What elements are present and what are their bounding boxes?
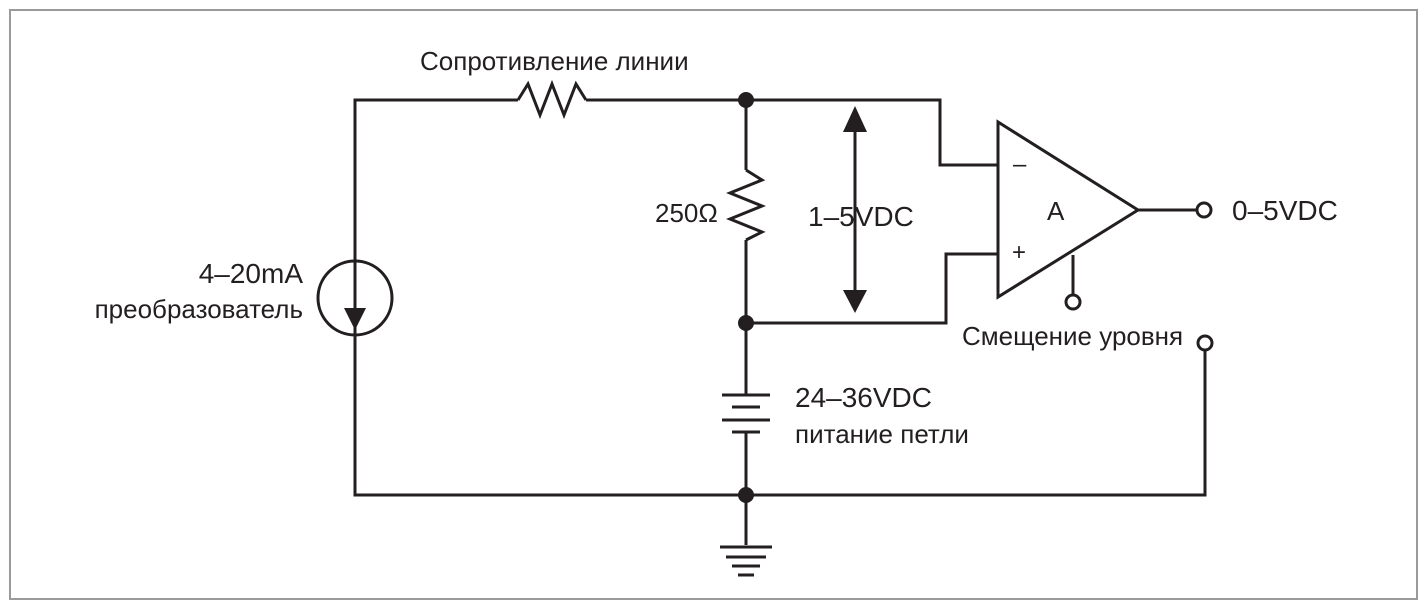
label-transmitter-name: преобразователь bbox=[95, 294, 303, 324]
current-arrow-icon bbox=[344, 308, 366, 330]
wire-bottom bbox=[353, 335, 1207, 497]
label-plus: + bbox=[1012, 239, 1026, 266]
label-transmitter-range: 4–20mA bbox=[199, 258, 304, 289]
diagram-border bbox=[9, 9, 1418, 600]
wire-top-to-opamp bbox=[586, 98, 998, 167]
output-terminal bbox=[1195, 201, 1213, 219]
level-shift-wire-terminal bbox=[1196, 334, 1214, 352]
label-minus: – bbox=[1013, 151, 1027, 178]
label-output: 0–5VDC bbox=[1232, 195, 1338, 226]
level-shift-terminal bbox=[1064, 293, 1082, 311]
arrow-up-icon bbox=[843, 106, 867, 132]
label-line-resistance: Сопротивление линии bbox=[420, 46, 689, 76]
line-resistor bbox=[516, 79, 588, 120]
junction-middle bbox=[738, 315, 754, 331]
label-resistor: 250Ω bbox=[655, 198, 718, 228]
label-supply-name: питание петли bbox=[795, 419, 969, 449]
resistor-250 bbox=[726, 168, 766, 242]
ground-icon bbox=[720, 545, 772, 577]
label-supply-voltage: 24–36VDC bbox=[795, 382, 932, 413]
label-opamp: A bbox=[1047, 196, 1065, 226]
label-level-shift: Смещение уровня bbox=[962, 321, 1183, 351]
wire-left-top bbox=[353, 98, 518, 270]
label-voltage-span: 1–5VDC bbox=[808, 201, 914, 232]
arrow-down-icon bbox=[843, 290, 867, 313]
junction-bottom bbox=[738, 487, 754, 503]
junction-top bbox=[738, 92, 754, 108]
wire-to-plus bbox=[746, 252, 998, 325]
opamp-triangle bbox=[996, 119, 1141, 300]
